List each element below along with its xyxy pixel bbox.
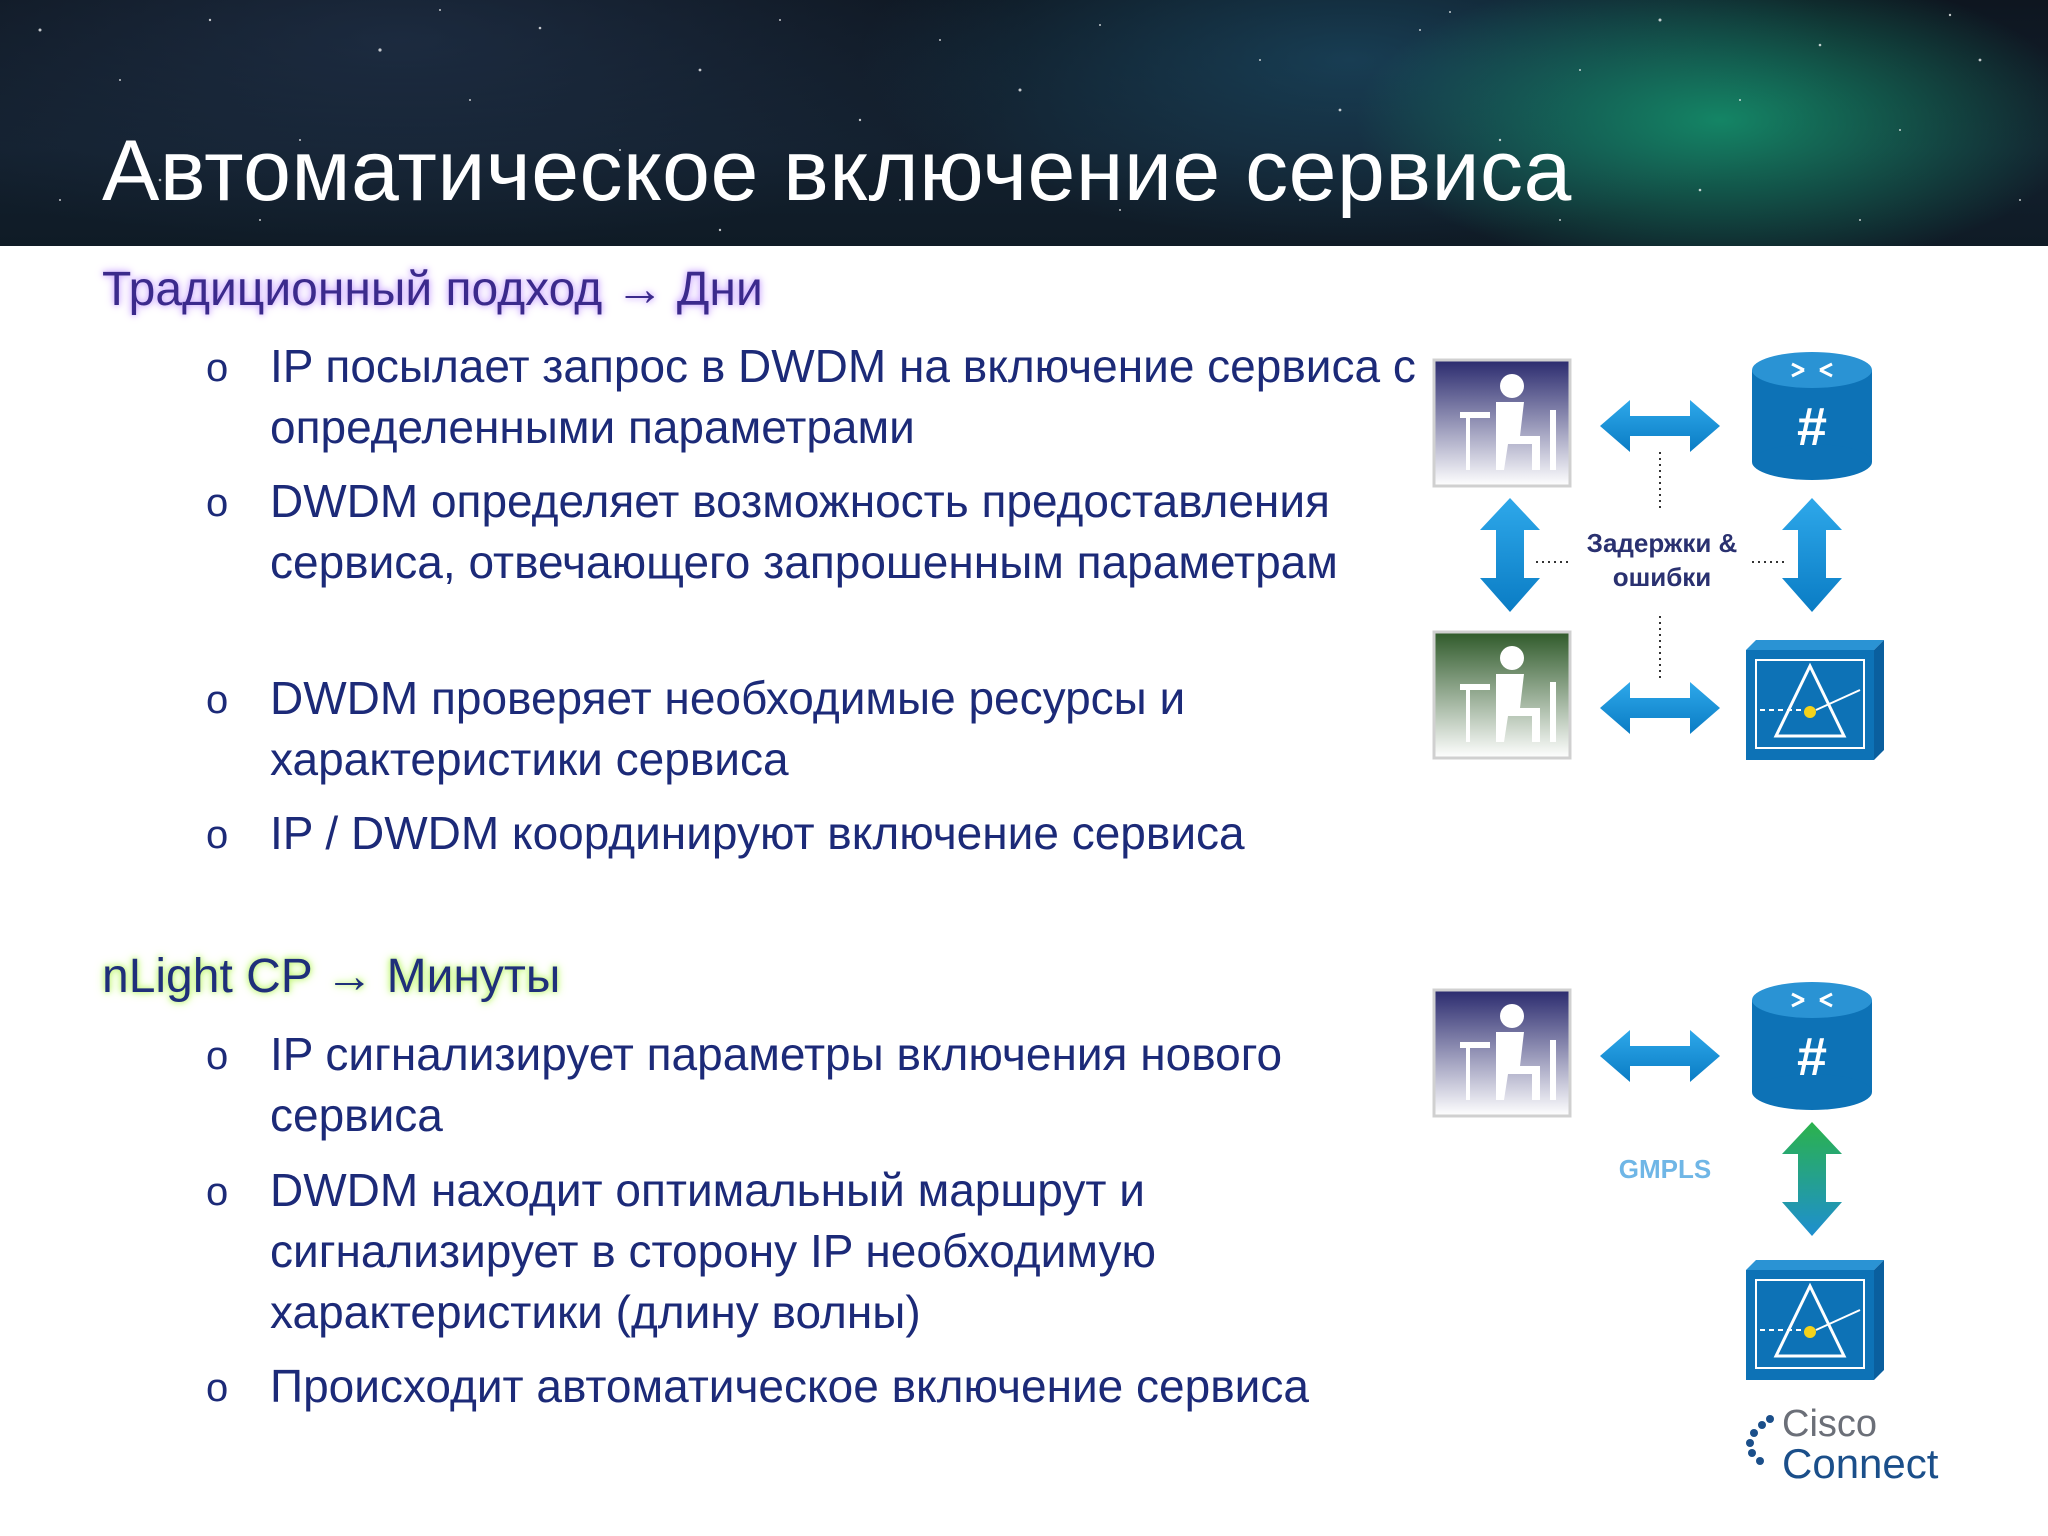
bullet-text: DWDM проверяет необходимые ресурсы и хар… (270, 672, 1186, 785)
operator-ip-icon (1432, 358, 1572, 488)
operator-ip-icon (1432, 988, 1572, 1118)
cisco-dots-icon (1746, 1415, 1774, 1465)
bullet-text: DWDM определяет возможность предоставлен… (270, 475, 1338, 588)
nlight-cp-heading: nLight CP → Минуты (102, 950, 561, 1003)
starfield-background (38, 9, 2021, 232)
bullet-marker: o (206, 1034, 229, 1078)
delays-label-line1: Задержки & (1586, 528, 1738, 558)
optical-switch-icon (1746, 640, 1884, 760)
brand-line2: Connect (1782, 1440, 1939, 1487)
nlight-diagram: # (1432, 982, 1884, 1380)
bullet-marker: o (206, 813, 229, 857)
gmpls-label: GMPLS (1618, 1154, 1712, 1184)
double-arrow-icon (1600, 400, 1720, 452)
bullet-text: DWDM находит оптимальный маршрут и сигна… (270, 1164, 1156, 1338)
bullet-marker: o (206, 481, 229, 525)
dotted-connector (1536, 452, 1788, 682)
router-icon: # (1752, 982, 1872, 1110)
double-arrow-icon (1782, 1122, 1842, 1236)
router-icon: # (1752, 352, 1872, 480)
bullet-text: IP сигнализирует параметры включения нов… (270, 1028, 1283, 1141)
delays-errors-label: Задержки & ошибки (1572, 526, 1752, 594)
traditional-approach-heading: Традиционный подход → Дни (102, 263, 763, 316)
cisco-connect-logo: Cisco Connect (1740, 1405, 1960, 1485)
bullet-marker: o (206, 1170, 229, 1214)
bullet-marker: o (206, 346, 229, 390)
operator-dwdm-icon (1432, 630, 1572, 760)
bullet-marker: o (206, 678, 229, 722)
delays-label-line2: ошибки (1612, 562, 1712, 592)
svg-text:#: # (1797, 1027, 1827, 1087)
double-arrow-icon (1600, 682, 1720, 734)
traditional-diagram: # (1432, 352, 1884, 760)
double-arrow-icon (1600, 1030, 1720, 1082)
bullet-marker: o (206, 1366, 229, 1410)
slide-title: Автоматическое включение сервиса (102, 123, 1572, 219)
optical-switch-icon (1746, 1260, 1884, 1380)
bullet-text: Происходит автоматическое включение серв… (270, 1360, 1309, 1412)
bullet-text: IP / DWDM координируют включение сервиса (270, 807, 1245, 859)
header-banner: Автоматическое включение сервиса (0, 0, 2048, 246)
brand-line1: Cisco (1782, 1403, 1878, 1445)
svg-text:#: # (1797, 397, 1827, 457)
bullet-text: IP посылает запрос в DWDM на включение с… (270, 340, 1416, 453)
double-arrow-icon (1782, 498, 1842, 612)
double-arrow-icon (1480, 498, 1540, 612)
